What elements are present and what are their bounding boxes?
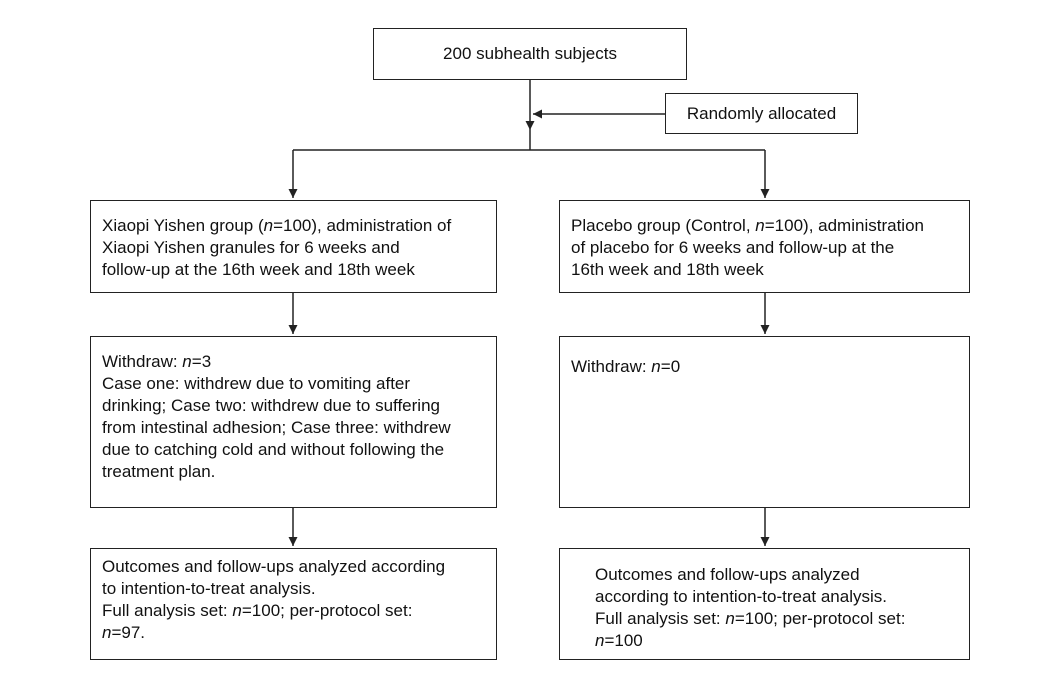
text-segment: drinking; Case two: withdrew due to suff… bbox=[102, 396, 440, 415]
text-line: drinking; Case two: withdrew due to suff… bbox=[102, 395, 496, 417]
text-line: Case one: withdrew due to vomiting after bbox=[102, 373, 496, 395]
text-segment: Outcomes and follow-ups analyzed accordi… bbox=[102, 557, 446, 576]
text-segment: Full analysis set: bbox=[595, 609, 726, 628]
text-segment: =0 bbox=[660, 357, 681, 376]
text-line: treatment plan. bbox=[102, 461, 496, 483]
text-segment: Withdraw: bbox=[571, 357, 652, 376]
variable-n: n bbox=[725, 609, 735, 628]
text-segment: =100), administration bbox=[764, 216, 924, 235]
text-segment: Case one: withdrew due to vomiting after bbox=[102, 374, 411, 393]
variable-n: n bbox=[232, 601, 242, 620]
text-line: to intention-to-treat analysis. bbox=[102, 578, 496, 600]
text-line: according to intention-to-treat analysis… bbox=[595, 586, 969, 608]
text-segment: =100; per-protocol set: bbox=[734, 609, 906, 628]
variable-n: n bbox=[102, 623, 112, 642]
text-line: follow-up at the 16th week and 18th week bbox=[102, 259, 496, 281]
text-segment: to intention-to-treat analysis. bbox=[102, 579, 316, 598]
text-segment: =100 bbox=[604, 631, 643, 650]
text-line: of placebo for 6 weeks and follow-up at … bbox=[571, 237, 969, 259]
text-line: n=97. bbox=[102, 622, 496, 644]
text-line: Xiaopi Yishen group (n=100), administrat… bbox=[102, 215, 496, 237]
text-segment: Xiaopi Yishen group ( bbox=[102, 216, 264, 235]
text-segment: Full analysis set: bbox=[102, 601, 233, 620]
right-withdraw-box: Withdraw: n=0 bbox=[559, 336, 970, 508]
text-segment: follow-up at the 16th week and 18th week bbox=[102, 260, 415, 279]
text-line: Outcomes and follow-ups analyzed accordi… bbox=[102, 556, 496, 578]
top-box-text: 200 subhealth subjects bbox=[443, 44, 617, 63]
text-line: Outcomes and follow-ups analyzed bbox=[595, 564, 969, 586]
top-box: 200 subhealth subjects bbox=[373, 28, 687, 80]
text-line: from intestinal adhesion; Case three: wi… bbox=[102, 417, 496, 439]
text-segment: =100), administration of bbox=[273, 216, 452, 235]
text-line: due to catching cold and without followi… bbox=[102, 439, 496, 461]
variable-n: n bbox=[755, 216, 765, 235]
text-segment: according to intention-to-treat analysis… bbox=[595, 587, 887, 606]
variable-n: n bbox=[595, 631, 605, 650]
randomly-allocated-text: Randomly allocated bbox=[686, 104, 837, 123]
text-segment: of placebo for 6 weeks and follow-up at … bbox=[571, 238, 895, 257]
left-group-box: Xiaopi Yishen group (n=100), administrat… bbox=[90, 200, 497, 293]
variable-n: n bbox=[263, 216, 274, 235]
text-segment: =3 bbox=[191, 352, 212, 371]
text-segment: 16th week and 18th week bbox=[571, 260, 764, 279]
text-segment: treatment plan. bbox=[102, 462, 216, 481]
randomly-allocated-box: Randomly allocated bbox=[665, 93, 858, 134]
text-segment: Outcomes and follow-ups analyzed bbox=[595, 565, 860, 584]
text-line: Placebo group (Control, n=100), administ… bbox=[571, 215, 969, 237]
text-segment: due to catching cold and without followi… bbox=[102, 440, 445, 459]
text-line: Withdraw: n=3 bbox=[102, 351, 496, 373]
text-segment: Withdraw: bbox=[102, 352, 183, 371]
left-outcome-box: Outcomes and follow-ups analyzed accordi… bbox=[90, 548, 497, 660]
text-line: n=100 bbox=[595, 630, 969, 652]
right-outcome-box: Outcomes and follow-ups analyzed accordin… bbox=[559, 548, 970, 660]
text-segment: =97. bbox=[111, 623, 146, 642]
text-line: Full analysis set: n=100; per-protocol s… bbox=[595, 608, 969, 630]
variable-n: n bbox=[182, 352, 192, 371]
text-line: Xiaopi Yishen granules for 6 weeks and bbox=[102, 237, 496, 259]
right-group-box: Placebo group (Control, n=100), administ… bbox=[559, 200, 970, 293]
text-segment: Xiaopi Yishen granules for 6 weeks and bbox=[102, 238, 400, 257]
text-line: Full analysis set: n=100; per-protocol s… bbox=[102, 600, 496, 622]
text-line: 16th week and 18th week bbox=[571, 259, 969, 281]
text-segment: Placebo group (Control, bbox=[571, 216, 756, 235]
text-segment: from intestinal adhesion; Case three: wi… bbox=[102, 418, 451, 437]
text-segment: =100; per-protocol set: bbox=[241, 601, 413, 620]
variable-n: n bbox=[651, 357, 661, 376]
text-line: Withdraw: n=0 bbox=[571, 356, 969, 378]
